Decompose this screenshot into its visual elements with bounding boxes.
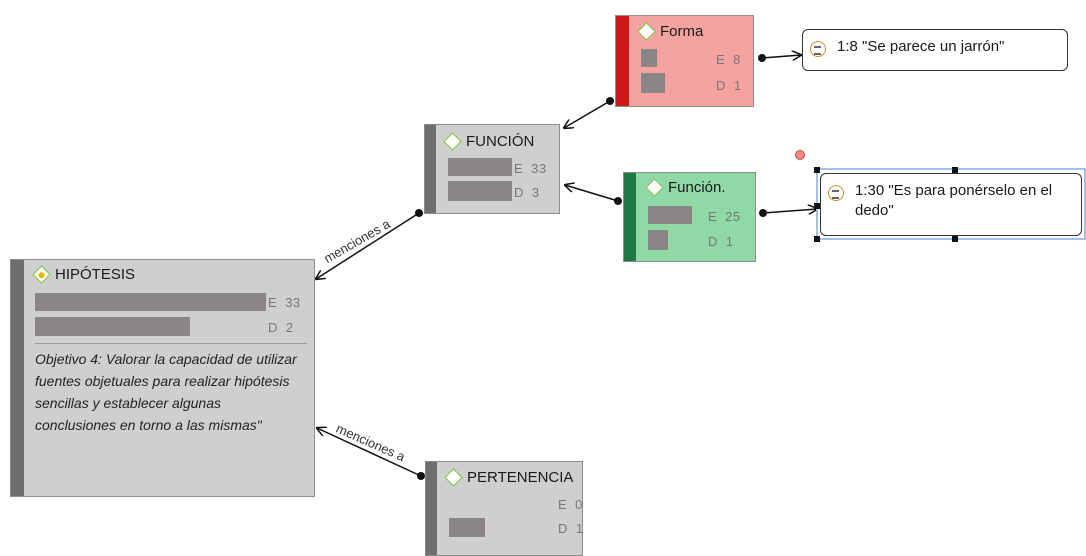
quotation-text: 1:30 "Es para ponérselo en el dedo" <box>855 182 1053 219</box>
code-icon <box>637 22 656 41</box>
node-color-stripe <box>11 260 24 496</box>
link-funcion-green-quote2[interactable] <box>759 209 817 217</box>
density-bar <box>35 317 190 336</box>
density-bar <box>449 518 485 537</box>
node-color-stripe <box>425 125 436 213</box>
groundedness-bar <box>648 206 692 224</box>
groundedness-bar <box>448 158 512 176</box>
node-title: HIPÓTESIS <box>55 266 136 283</box>
quotation-icon <box>828 185 844 201</box>
groundedness-bar <box>641 49 657 67</box>
resize-handle-left[interactable] <box>814 203 820 209</box>
link-funcion-hipotesis[interactable] <box>316 209 423 279</box>
quotation-icon <box>810 41 826 57</box>
node-title: FUNCIÓN <box>466 133 535 150</box>
link-forma-funcion[interactable] <box>564 97 614 128</box>
link-forma-quote1[interactable] <box>758 54 801 62</box>
node-title: Forma <box>660 23 704 40</box>
node-comment: Objetivo 4: Valorar la capacidad de util… <box>35 351 297 433</box>
code-icon <box>443 132 462 151</box>
code-icon <box>645 178 664 197</box>
resize-handle-bottom-left[interactable] <box>814 236 820 242</box>
node-color-stripe <box>624 173 636 261</box>
resize-handle-bottom[interactable] <box>952 236 958 242</box>
comment-separator <box>35 343 307 344</box>
quotation-node-1[interactable]: 1:8 "Se parece un jarrón" <box>802 29 1068 71</box>
resize-handle-top[interactable] <box>952 167 958 173</box>
groundedness-bar <box>35 293 266 311</box>
node-title: Función. <box>668 179 726 196</box>
link-pertenencia-hipotesis[interactable] <box>317 428 425 480</box>
density-bar <box>648 230 668 250</box>
code-icon <box>444 468 463 487</box>
link-funcion-green-funcion[interactable] <box>565 185 622 205</box>
node-color-stripe <box>426 462 437 555</box>
code-icon <box>32 265 51 284</box>
comment-star-icon <box>38 272 45 279</box>
quotation-node-2[interactable]: 1:30 "Es para ponérselo en el dedo" <box>820 173 1082 236</box>
node-title: PERTENENCIA <box>467 469 574 486</box>
resize-handle-top-left[interactable] <box>814 167 820 173</box>
density-bar <box>641 73 665 93</box>
quotation-text: 1:8 "Se parece un jarrón" <box>837 38 1005 55</box>
density-bar <box>448 181 512 201</box>
link-layer <box>0 0 1086 480</box>
node-color-stripe <box>616 16 629 106</box>
rotate-handle[interactable] <box>795 150 805 160</box>
